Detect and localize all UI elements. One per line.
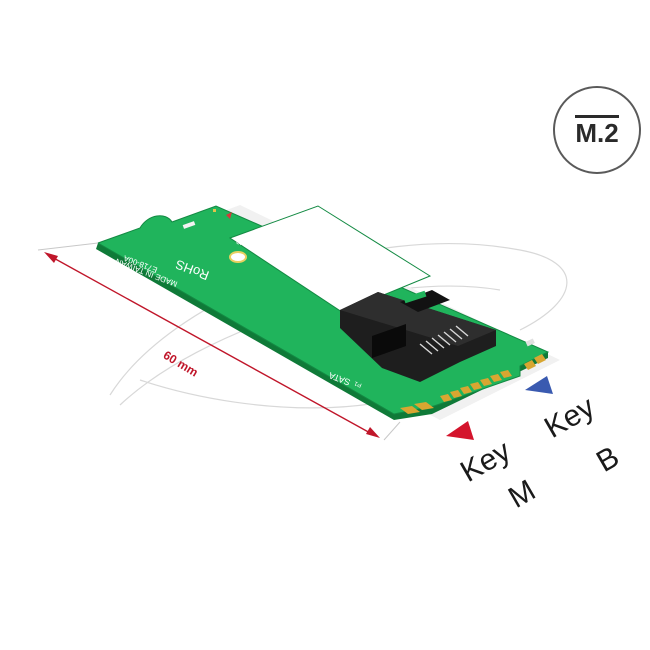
key-b-marker-icon: [525, 376, 553, 394]
m2-badge-label: M.2: [575, 114, 619, 146]
gold-fingers-key-m: [400, 370, 512, 414]
pcb-p1-text: P1: [353, 379, 363, 387]
key-m-marker-icon: [446, 421, 474, 440]
smd-component: [525, 338, 535, 347]
dimension-extension-left: [37, 242, 99, 251]
sata-connector: [340, 290, 496, 382]
dimension-extension-right: [383, 421, 401, 441]
gold-fingers-key-b: [524, 354, 546, 370]
dimension-line: [44, 252, 380, 438]
m2-badge: M.2: [553, 86, 641, 174]
